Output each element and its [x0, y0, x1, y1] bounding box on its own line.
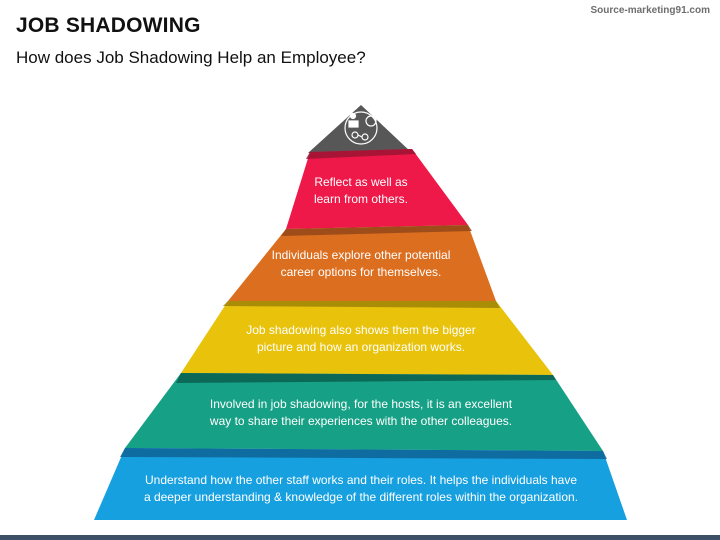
people-collaboration-icon — [344, 111, 378, 145]
pyramid-level-1-band — [286, 149, 468, 229]
pyramid-apex — [308, 105, 412, 153]
pyramid-level-5-band — [94, 448, 627, 520]
pyramid-level-4-text-line2: way to share their experiences with the … — [209, 414, 512, 428]
pyramid-level-4-shadow — [176, 373, 556, 383]
pyramid-level-4-text-line1: Involved in job shadowing, for the hosts… — [210, 397, 513, 411]
pyramid-level-3-text-line2: picture and how an organization works. — [257, 340, 465, 354]
footer-bar — [0, 535, 720, 540]
pyramid-level-3-band — [181, 301, 553, 375]
pyramid-level-1-text-line2: learn from others. — [314, 192, 408, 206]
pyramid-level-5-text-line2: a deeper understanding & knowledge of th… — [144, 490, 578, 504]
pyramid-level-2-shadow — [281, 225, 472, 236]
pyramid-level-1-shadow — [306, 149, 416, 159]
pyramid-level-2-band — [228, 225, 496, 301]
pyramid-level-2-text-line2: career options for themselves. — [281, 265, 442, 279]
page-title: JOB SHADOWING — [16, 14, 201, 37]
pyramid-level-4-band — [125, 373, 603, 451]
pyramid-level-5-shadow — [120, 448, 607, 459]
pyramid-level-5-text-line1: Understand how the other staff works and… — [145, 473, 577, 487]
pyramid-level-3-shadow — [223, 301, 500, 308]
page-subtitle: How does Job Shadowing Help an Employee? — [16, 48, 366, 67]
source-credit: Source-marketing91.com — [590, 5, 711, 16]
pyramid-level-1-text-line1: Reflect as well as — [314, 175, 407, 189]
pyramid-level-2-text-line1: Individuals explore other potential — [272, 248, 451, 262]
pyramid-level-3-text-line1: Job shadowing also shows them the bigger — [246, 323, 475, 337]
